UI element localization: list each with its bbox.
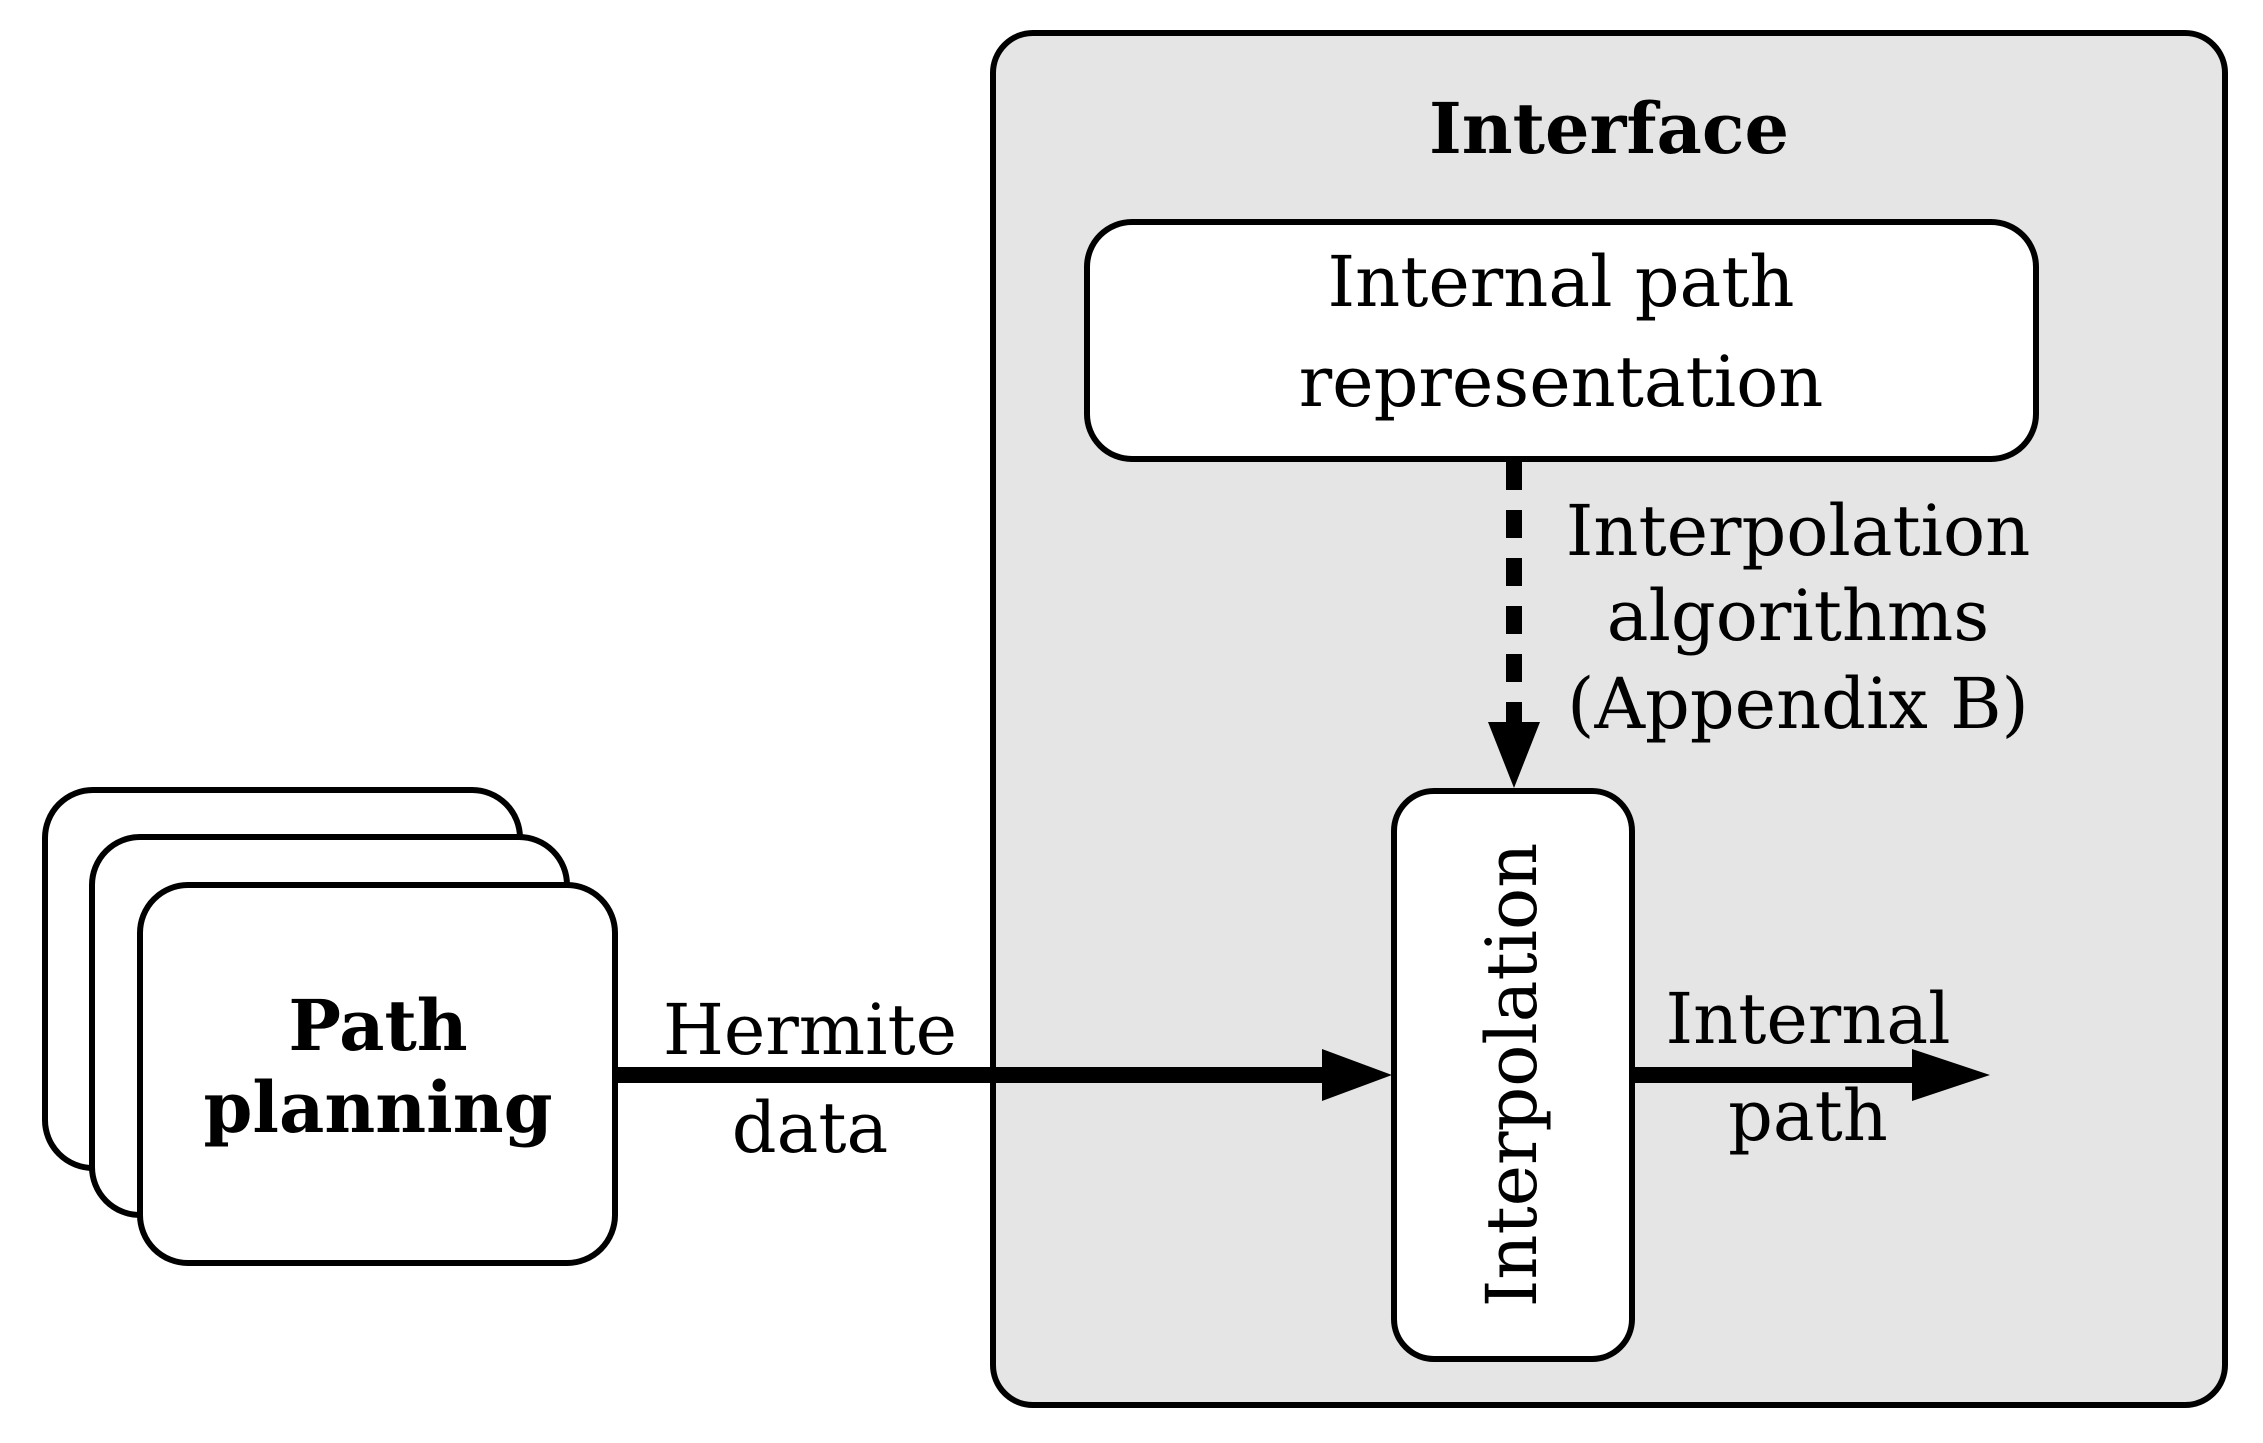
path-planning-stack: Path planning	[42, 787, 618, 1266]
algorithms-arrowhead	[1488, 722, 1540, 788]
path-planning-label-line1: Path	[288, 984, 467, 1067]
interface-title: Interface	[1429, 87, 1789, 170]
algorithms-label-line1: Interpolation	[1566, 490, 2031, 572]
output-label-line2: path	[1728, 1075, 1888, 1157]
output-arrowhead	[1912, 1049, 1990, 1101]
internal-representation-label-line2: representation	[1299, 341, 1824, 423]
path-planning-label-line2: planning	[203, 1066, 552, 1149]
interpolation-node: Interpolation	[1391, 788, 1635, 1362]
hermite-arrowhead	[1322, 1049, 1392, 1101]
output-edge: Internal path	[1632, 978, 1990, 1157]
internal-representation-label-line1: Internal path	[1328, 241, 1795, 323]
interpolation-label: Interpolation	[1471, 843, 1553, 1308]
internal-representation-box	[1084, 219, 2039, 462]
algorithms-label-line3: (Appendix B)	[1567, 663, 2029, 745]
output-label-line1: Internal	[1666, 978, 1951, 1060]
algorithms-label-line2: algorithms	[1607, 575, 1989, 657]
hermite-label-line2: data	[732, 1087, 888, 1169]
hermite-label-line1: Hermite	[663, 989, 957, 1071]
hermite-edge: Hermite data	[615, 989, 1392, 1169]
internal-representation-node: Internal path representation	[1084, 219, 2039, 462]
algorithms-edge: Interpolation algorithms (Appendix B)	[1488, 462, 2030, 788]
